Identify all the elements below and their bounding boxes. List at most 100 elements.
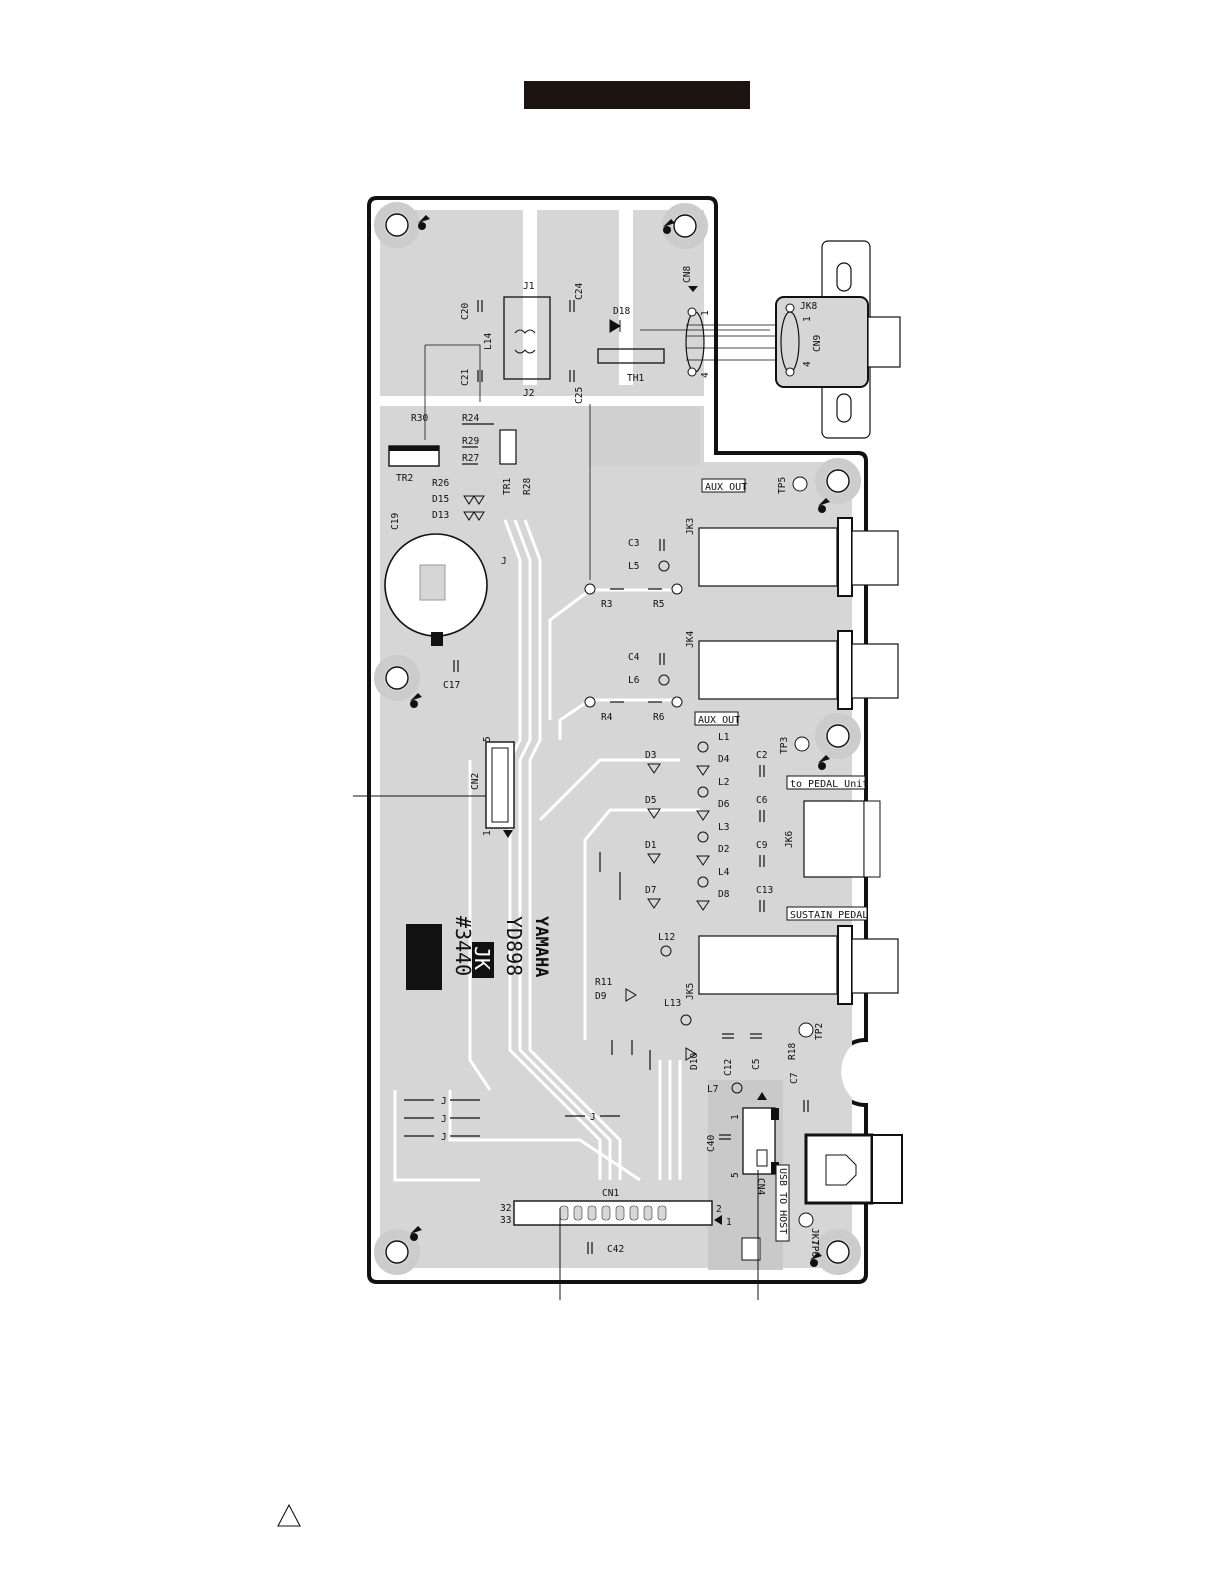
- ref-CN2: CN2: [470, 773, 481, 790]
- jack-jk5: [698, 935, 838, 995]
- ref-R4: R4: [601, 712, 613, 723]
- ref-L13: L13: [664, 998, 681, 1009]
- ref-L14: L14: [483, 333, 494, 350]
- ref-D8: D8: [718, 889, 730, 900]
- ref-D5: D5: [645, 795, 656, 806]
- connector-jk7-usb: [804, 1133, 874, 1205]
- ref-L2: L2: [718, 777, 729, 788]
- jack-jk3: [698, 527, 838, 587]
- ref-R3: R3: [601, 599, 612, 610]
- ref-R28: R28: [522, 478, 533, 495]
- pin-cn2-5: 5: [482, 736, 493, 742]
- ref-C7: C7: [789, 1073, 800, 1084]
- ref-L6: L6: [628, 675, 640, 686]
- warning-triangle-icon: [277, 1503, 301, 1527]
- ref-JK5: JK5: [685, 983, 696, 1000]
- connector-cn2: [485, 741, 515, 829]
- ref-L1: L1: [718, 732, 730, 743]
- ref-TH1: TH1: [627, 373, 644, 384]
- label-aux-out-1: AUX OUT: [705, 482, 747, 493]
- ref-C13: C13: [756, 885, 773, 896]
- ref-TP2: TP2: [814, 1023, 825, 1040]
- ref-JK8: JK8: [800, 301, 817, 312]
- ref-J1: J1: [523, 281, 535, 292]
- ref-D1: D1: [645, 840, 657, 851]
- ref-JK4: JK4: [685, 631, 696, 648]
- ref-L4: L4: [718, 867, 730, 878]
- ref-R30: R30: [411, 413, 428, 424]
- ref-C40: C40: [706, 1135, 717, 1152]
- pin-cn1-1: 1: [726, 1217, 732, 1228]
- ref-D6: D6: [718, 799, 730, 810]
- ref-C21: C21: [460, 369, 471, 386]
- ref-TR1: TR1: [502, 478, 513, 495]
- board-marking-block: [406, 924, 442, 990]
- ref-CN1: CN1: [602, 1188, 619, 1199]
- ref-C24: C24: [574, 283, 585, 300]
- ref-CN9: CN9: [812, 335, 823, 352]
- pin-cn8-1: 1: [700, 310, 711, 316]
- ref-C2: C2: [756, 750, 767, 761]
- ref-R24: R24: [462, 413, 479, 424]
- label-sustain-pedal: SUSTAIN PEDAL: [790, 910, 868, 921]
- ref-C42: C42: [607, 1244, 624, 1255]
- ref-L5: L5: [628, 561, 639, 572]
- ref-R6: R6: [653, 712, 665, 723]
- board-brand: YAMAHA: [531, 916, 551, 977]
- ref-R27: R27: [462, 453, 479, 464]
- ref-L3: L3: [718, 822, 729, 833]
- ref-R5: R5: [653, 599, 664, 610]
- ref-D4: D4: [718, 754, 730, 765]
- ref-C17: C17: [443, 680, 460, 691]
- ref-C12: C12: [723, 1059, 734, 1076]
- ref-C6: C6: [756, 795, 768, 806]
- ref-R26: R26: [432, 478, 449, 489]
- ref-JK3: JK3: [685, 518, 696, 535]
- ref-C4: C4: [628, 652, 640, 663]
- ref-D13: D13: [432, 510, 449, 521]
- jumper-label: J: [441, 1132, 447, 1143]
- ref-C19: C19: [390, 513, 401, 530]
- ref-TP3: TP3: [779, 737, 790, 754]
- ref-R11: R11: [595, 977, 612, 988]
- ref-R18: R18: [787, 1043, 798, 1060]
- connector-cn4: [742, 1107, 776, 1175]
- ref-C20: C20: [460, 303, 471, 320]
- connector-cn1: [513, 1200, 713, 1226]
- ref-D18: D18: [613, 306, 630, 317]
- ref-L12: L12: [658, 932, 675, 943]
- ref-D3: D3: [645, 750, 656, 761]
- ref-D10: D10: [689, 1053, 700, 1070]
- ref-TP6: TP6: [809, 1240, 820, 1257]
- ref-R29: R29: [462, 436, 479, 447]
- ref-C3: C3: [628, 538, 639, 549]
- pin-cn1-32: 32: [500, 1203, 511, 1214]
- connector-jk6: [803, 800, 865, 878]
- pin-cn1-2: 2: [716, 1204, 722, 1215]
- pin-cn4-1: 1: [730, 1114, 741, 1120]
- ref-D9: D9: [595, 991, 607, 1002]
- ref-C5: C5: [751, 1059, 762, 1070]
- title-bar: [524, 81, 750, 109]
- board-variant: JK: [470, 946, 494, 970]
- ref-CN8: CN8: [682, 266, 693, 283]
- ref-C25: C25: [574, 387, 585, 404]
- ref-D7: D7: [645, 885, 656, 896]
- pin-cn9-1: 1: [802, 316, 813, 322]
- pin-cn1-33: 33: [500, 1215, 511, 1226]
- ref-TP5: TP5: [777, 477, 788, 494]
- ref-D2: D2: [718, 844, 729, 855]
- jumper-label: J: [441, 1096, 447, 1107]
- ref-JK6: JK6: [784, 831, 795, 848]
- ref-D15: D15: [432, 494, 449, 505]
- board-model: YD898: [502, 916, 526, 976]
- pin-cn9-4: 4: [802, 361, 813, 367]
- jumper-label: J: [441, 1114, 447, 1125]
- label-usb-to-host: USB TO HOST: [777, 1168, 788, 1234]
- label-pedal-unit: to PEDAL Unit: [790, 779, 868, 790]
- ref-JK7: JK7: [809, 1228, 820, 1245]
- pin-cn8-4: 4: [700, 372, 711, 378]
- ref-TR2: TR2: [396, 473, 413, 484]
- ref-L7: L7: [707, 1084, 718, 1095]
